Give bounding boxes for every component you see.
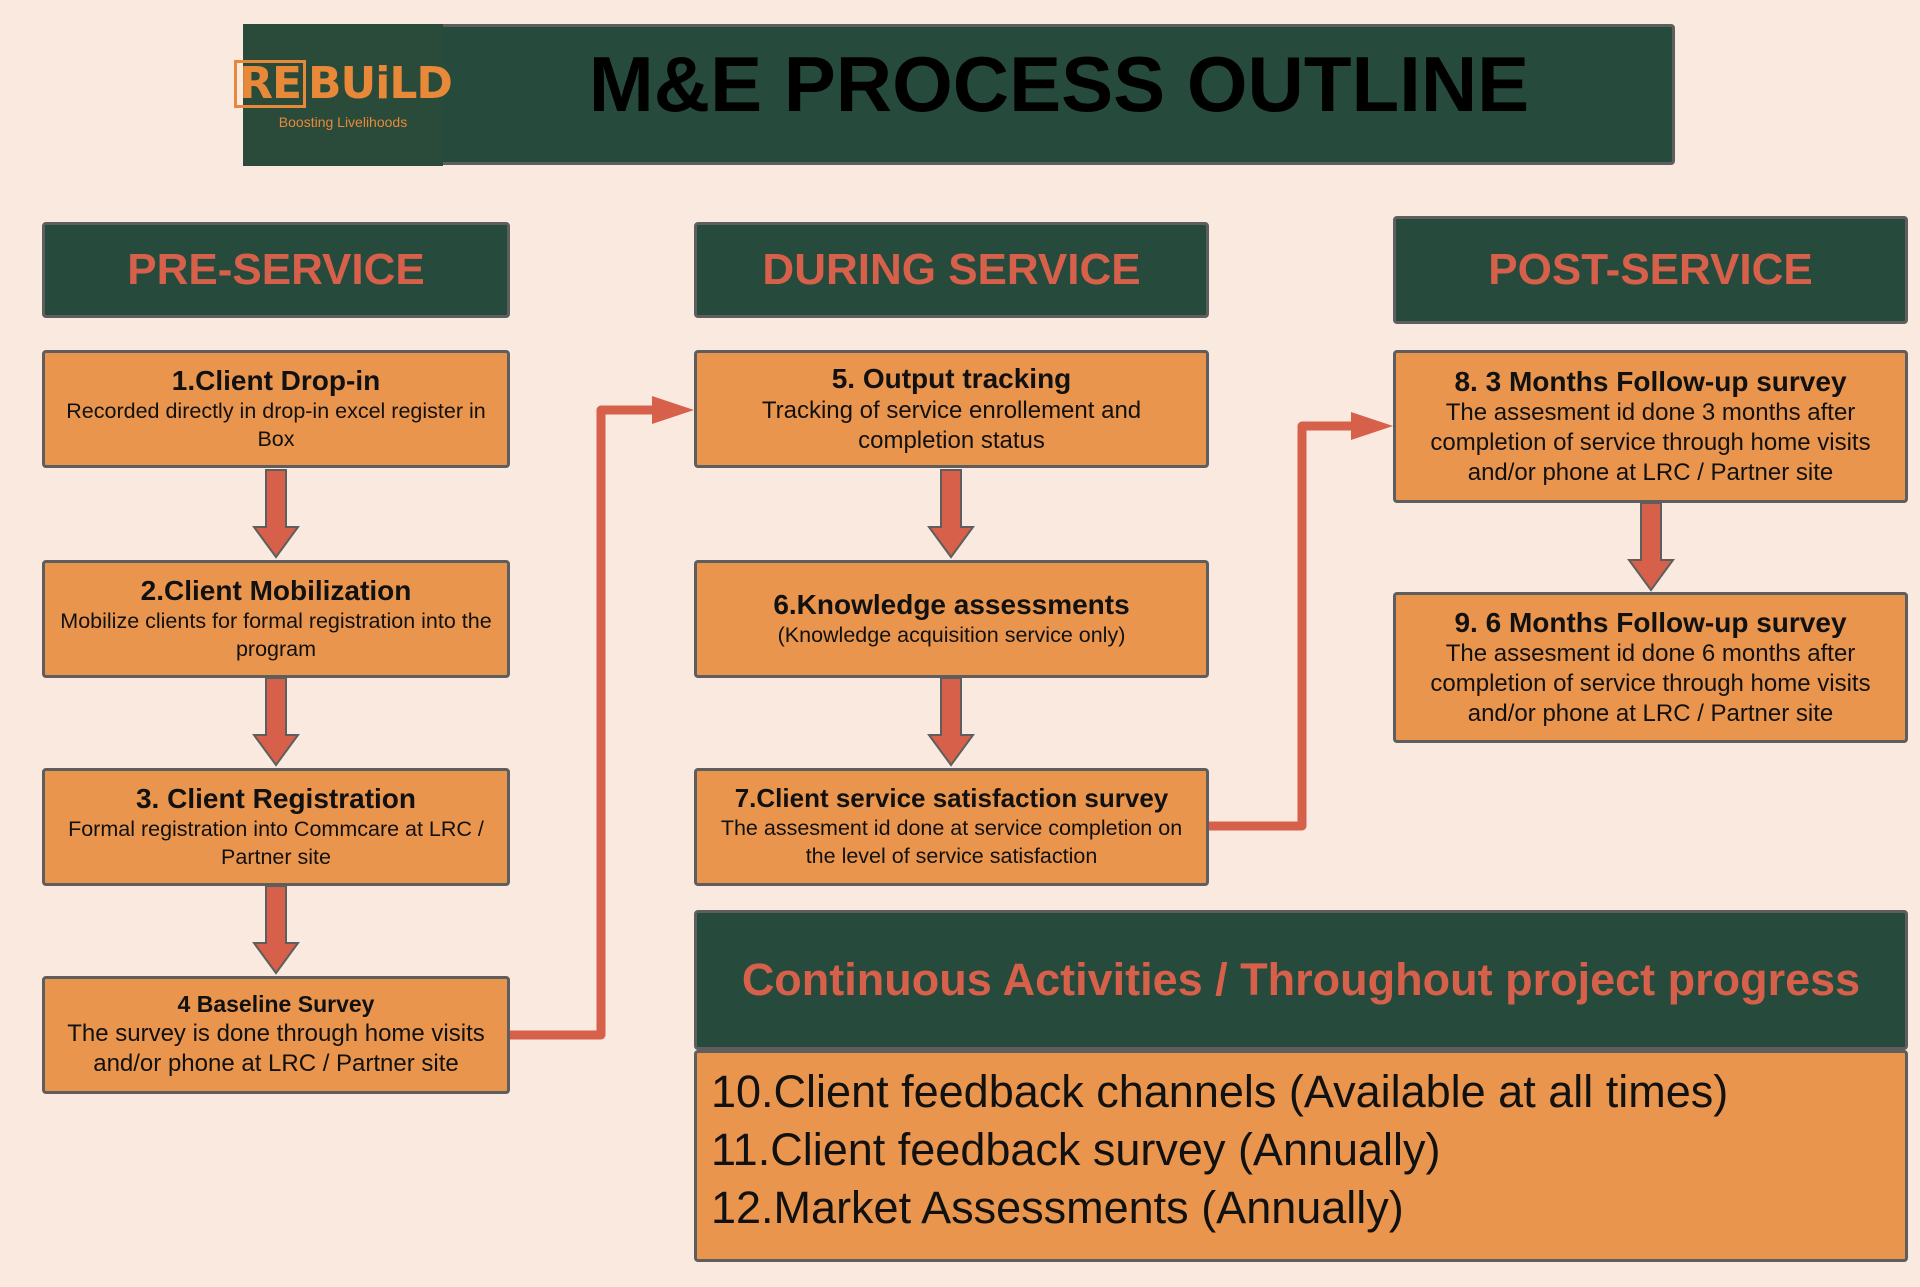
- step-title: 4 Baseline Survey: [177, 991, 375, 1018]
- step-title: 6.Knowledge assessments: [773, 589, 1130, 621]
- phase-pre-service: PRE-SERVICE: [42, 222, 510, 318]
- down-arrow-1-2: [252, 469, 300, 559]
- step-description: Mobilize clients for formal registration…: [60, 608, 492, 661]
- step-5-output-tracking: 5. Output tracking Tracking of service e…: [694, 350, 1209, 468]
- step-title: 3. Client Registration: [135, 783, 417, 815]
- step-description: (Knowledge acquisition service only): [777, 622, 1126, 647]
- step-title: 7.Client service satisfaction survey: [734, 783, 1169, 814]
- phase-post-service: POST-SERVICE: [1393, 216, 1908, 324]
- phase-during-service: DURING SERVICE: [694, 222, 1209, 318]
- continuous-activities-heading: Continuous Activities / Throughout proje…: [694, 910, 1908, 1050]
- page-title: M&E PROCESS OUTLINE: [588, 39, 1530, 128]
- step-description: The assesment id done 3 months after com…: [1430, 399, 1871, 487]
- list-item: 12.Market Assessments (Annually): [711, 1182, 1404, 1233]
- down-arrow-8-9: [1627, 502, 1675, 592]
- logo-build-text: BUiLD: [308, 57, 453, 109]
- step-6-knowledge-assessments: 6.Knowledge assessments (Knowledge acqui…: [694, 560, 1209, 678]
- logo-re-mark: RE: [234, 60, 307, 108]
- connector-arrow-7-8: [1209, 412, 1393, 831]
- step-1-client-drop-in: 1.Client Drop-in Recorded directly in dr…: [42, 350, 510, 468]
- list-item: 10.Client feedback channels (Available a…: [711, 1066, 1729, 1117]
- continuous-activities-list: 10.Client feedback channels (Available a…: [694, 1050, 1908, 1262]
- list-item: 11.Client feedback survey (Annually): [711, 1124, 1441, 1175]
- step-description: Formal registration into Commcare at LRC…: [68, 816, 484, 869]
- step-title: 8. 3 Months Follow-up survey: [1454, 365, 1847, 397]
- connector-arrow-4-5: [510, 396, 694, 1040]
- step-4-baseline-survey: 4 Baseline Survey The survey is done thr…: [42, 976, 510, 1094]
- step-title: 2.Client Mobilization: [140, 575, 412, 607]
- step-title: 1.Client Drop-in: [171, 365, 381, 397]
- step-description: The assesment id done at service complet…: [720, 815, 1183, 868]
- step-8-3-month-follow-up: 8. 3 Months Follow-up survey The assesme…: [1393, 350, 1908, 503]
- down-arrow-6-7: [927, 677, 975, 767]
- step-title: 9. 6 Months Follow-up survey: [1454, 606, 1847, 638]
- step-3-client-registration: 3. Client Registration Formal registrati…: [42, 768, 510, 886]
- step-description: The assesment id done 6 months after com…: [1430, 640, 1871, 728]
- step-7-satisfaction-survey: 7.Client service satisfaction survey The…: [694, 768, 1209, 886]
- down-arrow-2-3: [252, 677, 300, 767]
- logo-tagline: Boosting Livelihoods: [278, 113, 408, 130]
- step-description: The survey is done through home visits a…: [67, 1019, 485, 1077]
- down-arrow-5-6: [927, 469, 975, 559]
- step-2-client-mobilization: 2.Client Mobilization Mobilize clients f…: [42, 560, 510, 678]
- step-description: Recorded directly in drop-in excel regis…: [66, 398, 486, 451]
- step-description: Tracking of service enrollement and comp…: [761, 396, 1142, 454]
- step-title: 5. Output tracking: [831, 363, 1072, 395]
- rebuild-logo: RE BUiLD Boosting Livelihoods: [234, 24, 453, 166]
- step-9-6-month-follow-up: 9. 6 Months Follow-up survey The assesme…: [1393, 592, 1908, 743]
- down-arrow-3-4: [252, 885, 300, 975]
- header-bar: [243, 24, 1675, 165]
- logo-wordmark: RE BUiLD: [234, 57, 453, 109]
